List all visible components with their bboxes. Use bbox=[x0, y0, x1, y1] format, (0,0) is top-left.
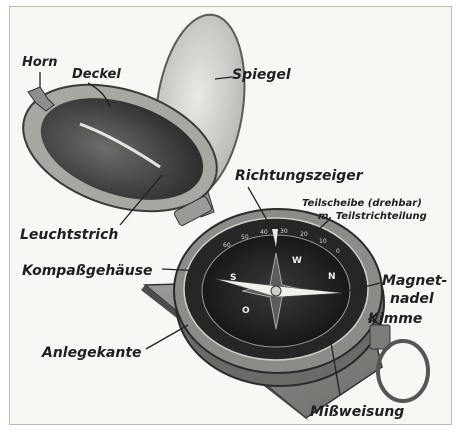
scale-tick-label: 50 bbox=[241, 234, 249, 241]
cardinal-label: O bbox=[242, 306, 250, 316]
scale-tick-label: 0 bbox=[336, 248, 340, 255]
cardinal-label: S bbox=[230, 273, 236, 283]
label-kompassgehaeuse: Kompaßgehäuse bbox=[22, 263, 153, 279]
label-teilscheibe-line2: m. Teilstrichteilung bbox=[318, 211, 427, 222]
carry-ring bbox=[378, 341, 428, 401]
label-leuchtstrich: Leuchtstrich bbox=[20, 227, 118, 243]
label-richtungszeiger: Richtungszeiger bbox=[235, 168, 364, 184]
cardinal-label: W bbox=[292, 256, 302, 266]
label-teilscheibe-line1: Teilscheibe (drehbar) bbox=[302, 198, 422, 209]
scale-tick-label: 30 bbox=[280, 228, 288, 235]
label-magnetnadel-line2: nadel bbox=[390, 291, 434, 307]
figure-frame: S W N O 60 50 40 30 20 10 0 Horn Deckel … bbox=[9, 6, 452, 425]
leader-anlegekante bbox=[146, 325, 188, 349]
label-spiegel: Spiegel bbox=[232, 67, 291, 83]
scale-tick-label: 10 bbox=[319, 238, 327, 245]
label-missweisung: Mißweisung bbox=[310, 404, 404, 420]
label-deckel: Deckel bbox=[72, 67, 121, 82]
scale-tick-label: 40 bbox=[260, 229, 268, 236]
compass-diagram: S W N O 60 50 40 30 20 10 0 Horn Deckel … bbox=[10, 7, 451, 424]
scale-tick-label: 20 bbox=[300, 231, 308, 238]
needle-pivot bbox=[271, 286, 281, 296]
label-horn: Horn bbox=[22, 55, 57, 70]
label-magnetnadel-line1: Magnet- bbox=[382, 273, 448, 289]
cardinal-label: N bbox=[328, 272, 336, 282]
label-anlegekante: Anlegekante bbox=[41, 345, 142, 361]
label-kimme: Kimme bbox=[368, 311, 422, 327]
scale-tick-label: 60 bbox=[223, 242, 231, 249]
